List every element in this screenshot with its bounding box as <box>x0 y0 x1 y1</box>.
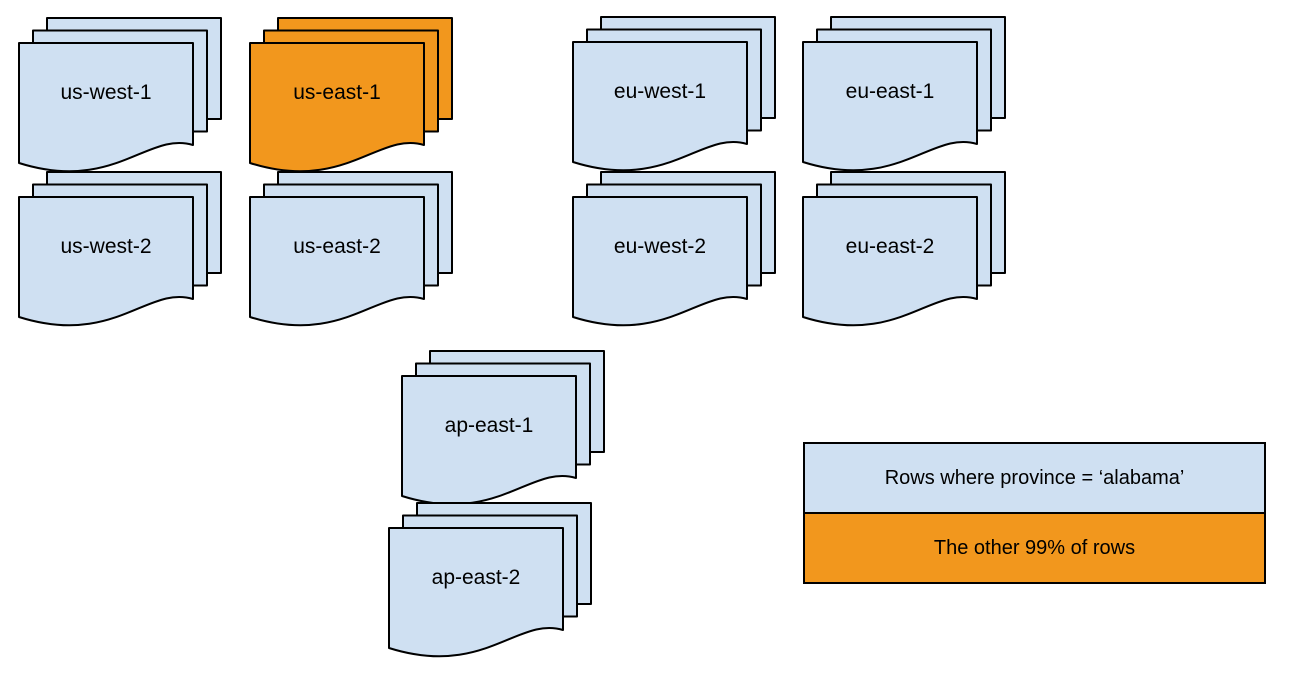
region-label: us-west-1 <box>60 81 152 104</box>
legend-item-other-rows: The other 99% of rows <box>805 514 1264 582</box>
document-stack-icon <box>802 171 1006 327</box>
region-stack-ap-east-2: ap-east-2 <box>388 502 593 664</box>
legend-item-label: The other 99% of rows <box>933 536 1136 559</box>
region-label: eu-east-2 <box>845 235 935 258</box>
region-stack-us-west-1: us-west-1 <box>18 17 223 179</box>
document-stack-icon <box>18 171 222 327</box>
region-stack-eu-west-1: eu-west-1 <box>572 16 777 178</box>
document-stack-icon <box>18 17 222 173</box>
legend-item-alabama-rows: Rows where province = ‘alabama’ <box>805 444 1264 514</box>
region-label: eu-west-2 <box>613 235 707 258</box>
region-stack-us-west-2: us-west-2 <box>18 171 223 333</box>
region-label: ap-east-1 <box>444 414 534 437</box>
region-stack-eu-west-2: eu-west-2 <box>572 171 777 333</box>
document-stack-icon <box>401 350 605 506</box>
legend: Rows where province = ‘alabama’ The othe… <box>803 442 1266 584</box>
legend-item-label: Rows where province = ‘alabama’ <box>884 466 1185 489</box>
region-label: us-west-2 <box>60 235 152 258</box>
region-stack-ap-east-1: ap-east-1 <box>401 350 606 512</box>
document-stack-icon <box>249 17 453 173</box>
region-label: us-east-1 <box>293 81 381 104</box>
region-stack-eu-east-1: eu-east-1 <box>802 16 1007 178</box>
region-label: eu-east-1 <box>845 80 935 103</box>
document-stack-icon <box>572 16 776 172</box>
region-stack-eu-east-2: eu-east-2 <box>802 171 1007 333</box>
document-stack-icon <box>249 171 453 327</box>
region-stack-us-east-1: us-east-1 <box>249 17 454 179</box>
region-label: eu-west-1 <box>613 80 707 103</box>
region-stack-us-east-2: us-east-2 <box>249 171 454 333</box>
region-label: us-east-2 <box>293 235 381 258</box>
document-stack-icon <box>802 16 1006 172</box>
document-stack-icon <box>388 502 592 658</box>
region-label: ap-east-2 <box>431 566 521 589</box>
document-stack-icon <box>572 171 776 327</box>
